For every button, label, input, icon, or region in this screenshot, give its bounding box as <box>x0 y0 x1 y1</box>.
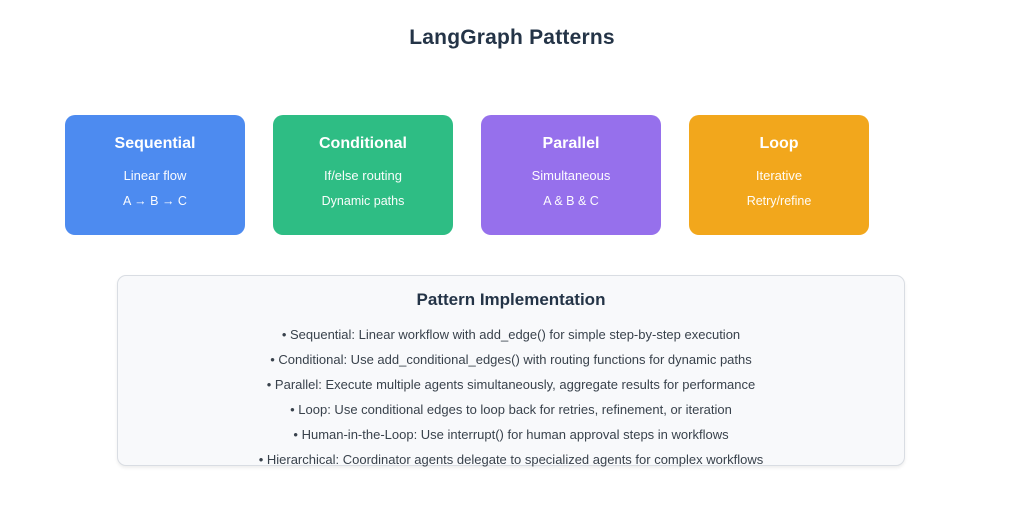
list-item: • Sequential: Linear workflow with add_e… <box>281 327 741 342</box>
card-conditional-detail: Dynamic paths <box>321 194 405 208</box>
list-item: • Conditional: Use add_conditional_edges… <box>270 352 752 367</box>
page-title: LangGraph Patterns <box>409 26 615 49</box>
card-sequential-detail: A → B → C <box>123 194 187 208</box>
card-parallel-subtitle: Simultaneous <box>531 168 611 183</box>
pattern-implementation-heading: Pattern Implementation <box>416 290 606 309</box>
card-conditional: Conditional If/else routing Dynamic path… <box>273 115 453 235</box>
card-loop-detail: Retry/refine <box>746 194 812 208</box>
card-conditional-title: Conditional <box>319 135 407 152</box>
card-conditional-subtitle: If/else routing <box>323 168 403 183</box>
list-item: • Parallel: Execute multiple agents simu… <box>266 377 756 392</box>
card-parallel: Parallel Simultaneous A & B & C <box>481 115 661 235</box>
card-parallel-detail: A & B & C <box>543 194 599 208</box>
card-sequential: Sequential Linear flow A → B → C <box>65 115 245 235</box>
list-item: • Human-in-the-Loop: Use interrupt() for… <box>293 427 729 442</box>
list-item: • Loop: Use conditional edges to loop ba… <box>290 402 732 417</box>
pattern-implementation-list: • Sequential: Linear workflow with add_e… <box>118 322 904 472</box>
card-loop: Loop Iterative Retry/refine <box>689 115 869 235</box>
pattern-implementation-panel: Pattern Implementation • Sequential: Lin… <box>117 275 905 467</box>
card-loop-subtitle: Iterative <box>755 168 803 183</box>
pattern-cards-row: Sequential Linear flow A → B → C Conditi… <box>65 115 869 235</box>
list-item: • Hierarchical: Coordinator agents deleg… <box>258 452 764 467</box>
card-sequential-subtitle: Linear flow <box>123 168 187 183</box>
card-parallel-title: Parallel <box>542 135 600 152</box>
card-sequential-title: Sequential <box>114 135 196 152</box>
card-loop-title: Loop <box>759 135 799 152</box>
